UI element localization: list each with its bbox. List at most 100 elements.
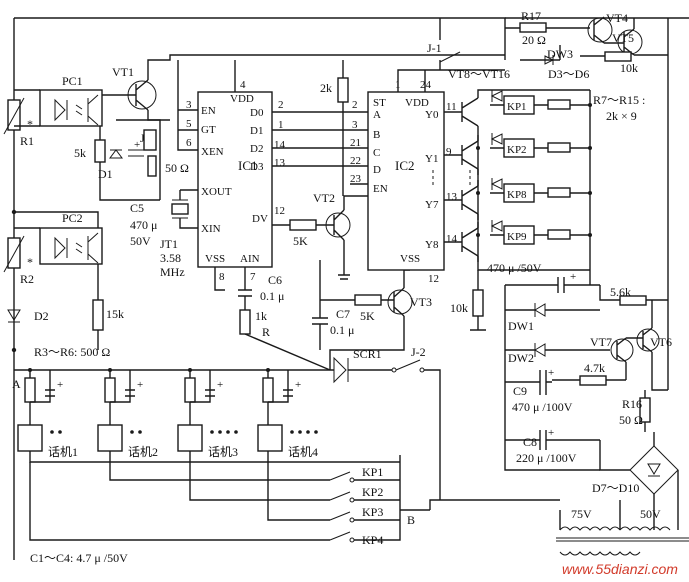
ic2-pin12: 12 — [428, 273, 439, 285]
pc2-optocoupler: PC2 — [39, 211, 103, 265]
ic2-d: D — [373, 164, 381, 176]
relay-driver-array: KP1 KP2 KP8 KP9 R7～R15 : 2k × 9 — [432, 89, 645, 285]
ic2-b: B — [373, 129, 380, 141]
ic2-vss: VSS — [400, 253, 420, 265]
phone3-label: 话机3 — [208, 445, 238, 459]
c9-val: 470 μ /100V — [512, 400, 573, 414]
svg-text:+: + — [217, 379, 223, 391]
c6-label: C6 — [268, 273, 282, 287]
c8-val: 220 μ /100V — [516, 451, 577, 465]
ic2-pin14: 14 — [446, 233, 458, 245]
vt4-label: VT4 — [606, 11, 628, 25]
r-5-6k-label: 5.6k — [610, 285, 631, 299]
v75-label: 75V — [571, 507, 592, 521]
ic1-pin7: 7 — [250, 271, 256, 283]
scr1-label: SCR1 — [353, 347, 382, 361]
ic2-y1: Y1 — [425, 153, 438, 165]
ic1-d2: D2 — [250, 143, 263, 155]
jt1-val1: 3.58 — [160, 251, 181, 265]
node-b-label: B — [407, 513, 415, 527]
r2-label: R2 — [20, 272, 34, 286]
c7-label: C7 — [336, 307, 350, 321]
top-right-supply: R17 20 Ω VT4 VT5 DW3 D3～D6 10k — [505, 9, 668, 81]
vt2-transistor: 2k VT2 5K — [272, 60, 351, 280]
kp3b-label: KP3 — [362, 505, 383, 519]
vt6-label: VT6 — [650, 335, 672, 349]
ic2-pin22: 22 — [350, 155, 361, 167]
c6-val: 0.1 μ — [260, 289, 284, 303]
ic2-st: ST — [373, 97, 386, 109]
vt3-label: VT3 — [410, 295, 432, 309]
ic1-d3: D3 — [250, 161, 264, 173]
kp8-label: KP8 — [507, 189, 527, 201]
vt1-label: VT1 — [112, 65, 134, 79]
r-5k-b-label: 5K — [293, 234, 308, 248]
kp2b-label: KP2 — [362, 485, 383, 499]
r-15k-label: 15k — [106, 307, 124, 321]
vt5-label: VT5 — [612, 31, 634, 45]
vt1-load-network: 5k D1 + J 50 Ω C5 470 μ 50V — [74, 119, 189, 248]
ic2-vdd: VDD — [405, 97, 429, 109]
svg-text:+: + — [570, 271, 576, 283]
r3-6-label: R3～R6: 500 Ω — [34, 345, 110, 359]
phone4-label: 话机4 — [288, 445, 318, 459]
svg-text:+: + — [57, 379, 63, 391]
ic1-en: EN — [201, 105, 216, 117]
ic1-xin: XIN — [201, 223, 221, 235]
ic2-c: C — [373, 147, 380, 159]
pc1-label: PC1 — [62, 74, 83, 88]
c6-capacitor: C6 0.1 μ 1k R — [238, 267, 331, 371]
ic1-dv: DV — [252, 213, 268, 225]
ic2-y8: Y8 — [425, 239, 439, 251]
phone-bus: R3～R6: 500 Ω A + + + + 话机1 话机2 — [12, 345, 560, 565]
ic2-chip: IC2 ST VDD A B C D EN Y0 Y1 Y7 Y8 VSS 1 … — [350, 79, 458, 285]
ic2-pin11: 11 — [446, 101, 457, 113]
ic1-pin8: 8 — [219, 271, 225, 283]
r1-star: * — [27, 117, 33, 131]
node-a-label: A — [12, 377, 21, 391]
c5-val2: 50V — [130, 234, 151, 248]
ic1-pin5: 5 — [186, 118, 192, 130]
ic1-pin3: 3 — [186, 99, 192, 111]
ic1-gt: GT — [201, 124, 216, 136]
ic2-en: EN — [373, 183, 388, 195]
ic2-a: A — [373, 109, 381, 121]
c-plus-1: + — [134, 139, 140, 151]
ic1-d1: D1 — [250, 125, 263, 137]
r7-15-val: 2k × 9 — [606, 109, 637, 123]
r-5k-c-label: 5K — [360, 309, 375, 323]
r-15k: 15k — [92, 299, 124, 331]
phone1-label: 话机1 — [48, 445, 78, 459]
ic2-pin24: 24 — [420, 79, 432, 91]
dw3-label: DW3 — [547, 47, 573, 61]
c8-label: C8 — [523, 435, 537, 449]
r7-15-label: R7～R15 : — [593, 93, 645, 107]
dw1-label: DW1 — [508, 319, 534, 333]
ic1-ain: AIN — [240, 253, 260, 265]
relay-j-label: J — [140, 131, 145, 145]
kp2-label: KP2 — [507, 144, 527, 156]
vt8-16-label: VT8～VT16 — [448, 67, 510, 81]
vt2-label: VT2 — [313, 191, 335, 205]
ic1-chip: IC1 EN GT XEN XOUT XIN VDD D0 D1 D2 D3 D… — [186, 79, 286, 283]
r-5k-label: 5k — [74, 146, 86, 160]
ic2-pin2: 2 — [352, 99, 358, 111]
ic1-pin1: 1 — [278, 119, 284, 131]
c7-vt3: C7 0.1 μ 5K VT3 — [312, 260, 432, 350]
j2-label: J-2 — [411, 345, 426, 359]
d2-diode: D2 — [7, 309, 49, 323]
ic1-vss: VSS — [205, 253, 225, 265]
ic1-label: IC1 — [238, 158, 258, 173]
c9-label: C9 — [513, 384, 527, 398]
phone2-label: 话机2 — [128, 445, 158, 459]
ic1-pin4: 4 — [240, 79, 246, 91]
r16-val: 50 Ω — [619, 413, 643, 427]
r16-label: R16 — [622, 397, 642, 411]
r-10k-b-label: 10k — [620, 61, 638, 75]
jt1-val2: MHz — [160, 265, 185, 279]
transformer: 75V 50V — [556, 500, 689, 556]
dw2-label: DW2 — [508, 351, 534, 365]
ic2-y7: Y7 — [425, 199, 439, 211]
r-10k-label: 10k — [450, 301, 468, 315]
ic1-vdd: VDD — [230, 93, 254, 105]
